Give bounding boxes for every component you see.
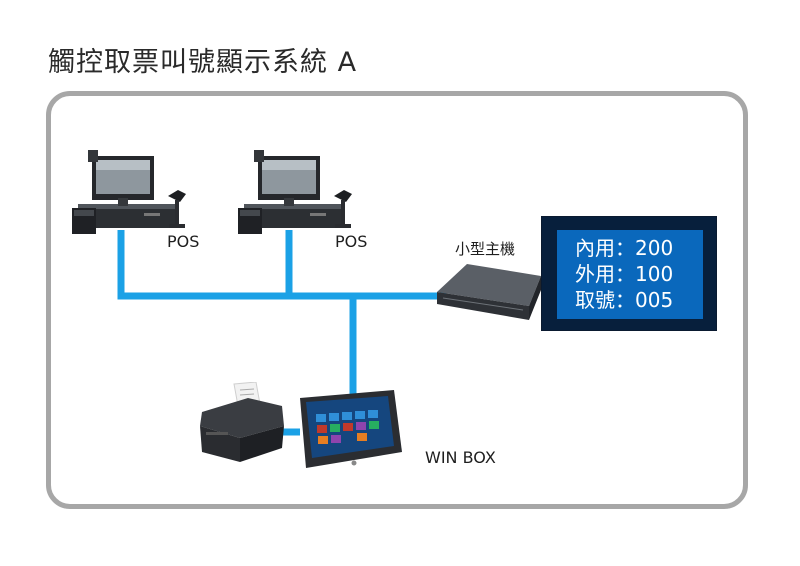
diagram-title: 觸控取票叫號顯示系統 A: [48, 47, 358, 78]
dine-in-number: 內用：200: [575, 236, 674, 260]
system-frame: [46, 91, 748, 509]
winbox-label: WIN BOX: [425, 448, 496, 467]
pos-terminal-icon-1: [72, 150, 186, 234]
pickup-number: 取號：005: [575, 288, 674, 312]
pos-terminal-icon: [238, 150, 352, 234]
pos-label-2: POS: [335, 232, 368, 251]
pos-terminal-icon-2: [238, 150, 352, 234]
takeout-number: 外用：100: [575, 262, 674, 286]
pos-label-1: POS: [167, 232, 200, 251]
queue-display-screen: 內用：200 外用：100 取號：005: [557, 230, 703, 319]
tablet-icon: [300, 390, 402, 468]
pos-terminal-icon: [72, 150, 186, 234]
mini-host-label: 小型主機: [455, 240, 516, 258]
queue-display-panel: 內用：200 外用：100 取號：005: [541, 216, 717, 331]
receipt-printer-icon: [200, 382, 284, 462]
mini-pc-icon: [437, 264, 541, 320]
